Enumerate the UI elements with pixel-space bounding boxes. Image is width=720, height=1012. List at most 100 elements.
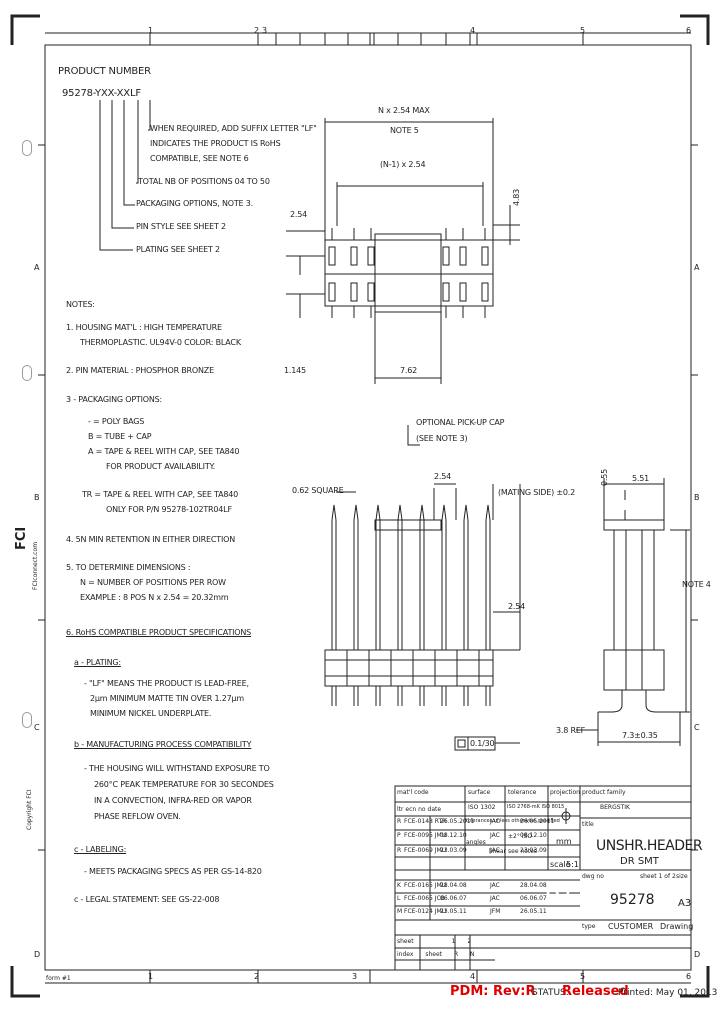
tb-rev-cell: 08.12.10 [520,832,547,839]
tb-rev-cell: M [397,908,403,915]
dim-73: 7.3±0.35 [622,731,658,740]
tolerance-frame: 0.1/30 [470,739,495,748]
form-number: form #1 [46,975,71,982]
tb-projection-label: projection [550,789,580,796]
note-6b-line: 260°C PEAK TEMPERATURE FOR 30 SECONDES [94,780,274,789]
punch-hole-icon [22,712,32,728]
tb-sheet-row: sheet 1 2 [397,938,471,945]
product-number-code: 95278-YXX-XXLF [62,88,141,99]
tb-index-row: index sheet R N [397,951,475,958]
tb-rev-cell: 23.03.09 [440,847,467,854]
tb-angle-val: ±2° ISO [508,833,533,840]
tb-rev-cell: FCE-0065 JCB [404,895,445,902]
note-3-item: FOR PRODUCT AVAILABILITY. [106,462,215,471]
tb-std2: ISO 2768-mK ISO 8015 [507,804,565,810]
tb-rev-cell: 26.05.11 [520,908,547,915]
zone-col-label: 1 [148,26,153,35]
callout-line: PIN STYLE SEE SHEET 2 [136,222,226,231]
note-6c-line: - MEETS PACKAGING SPECS AS PER GS-14-820 [84,867,262,876]
tb-std1: ISO 1302 [468,804,496,811]
note-6b-title: b - MANUFACTURING PROCESS COMPATIBILITY [74,740,252,749]
note-6a-title: a - PLATING: [74,658,121,667]
zone-row-label: B [34,493,40,502]
note-3-item: A = TAPE & REEL WITH CAP, SEE TA840 [88,447,240,456]
tb-rev-cell: JAC [490,882,500,889]
dim-n1x254: (N-1) x 2.54 [380,160,426,169]
zone-row-label: D [694,950,700,959]
dim-254-top: 2.54 [290,210,308,219]
dim-762: 7.62 [400,366,418,375]
tb-rev-cell: FCE-0095 JMU [404,832,447,839]
tb-rev-cell: K [397,882,401,889]
note-6d: c - LEGAL STATEMENT: SEE GS-22-008 [74,895,220,904]
note-6b-line: PHASE REFLOW OVEN. [94,812,181,821]
tb-type-label: type [582,923,596,930]
tb-rev-cell: 08.12.10 [440,832,467,839]
zone-row-label: A [34,263,40,272]
dim-note4: NOTE 4 [682,580,711,589]
tb-rev-head-cell: date [427,806,442,813]
zone-col-label: 3 [352,972,357,981]
pickup-cap-label: (SEE NOTE 3) [416,434,468,443]
dim-note5: NOTE 5 [390,126,419,135]
zone-col-label: 5 [580,26,585,35]
tb-rev-cell: L [397,895,401,902]
tb-customer: CUSTOMER [608,922,654,931]
callout-line: COMPATIBLE, SEE NOTE 6 [150,154,249,163]
tb-rev-cell: 26.05.2011 [520,818,555,825]
tb-rev-cell: JAC [490,847,500,854]
note-3-item: - = POLY BAGS [88,417,145,426]
tb-drawing: Drawing [660,922,694,931]
tb-rev-head: ltr ecn no date [397,806,441,813]
dim-mating: (MATING SIDE) ±0.2 [498,488,575,497]
zone-row-label: D [34,950,40,959]
callout-line: PACKAGING OPTIONS, NOTE 3. [136,199,253,208]
tb-rev-cell: JFM [490,908,501,915]
note-1: THERMOPLASTIC. UL94V-0 COLOR: BLACK [80,338,241,347]
dim-nx254max: N x 2.54 MAX [378,106,430,115]
tb-sheet-label: sheet 1 of 2 [640,873,676,880]
note-3-item: TR = TAPE & REEL WITH CAP, SEE TA840 [82,490,239,499]
tb-rev-cell: FCE-0124 JMU [404,908,447,915]
tb-linear-val: see notes [508,848,538,855]
zone-col-label: 2 [254,26,259,35]
zone-col-label: 6 [686,26,691,35]
tb-rev-cell: JAC [490,895,500,902]
callout-line: INDICATES THE PRODUCT IS RoHS [150,139,281,148]
zone-row-label: C [694,723,700,732]
note-6b-line: - THE HOUSING WILL WITHSTAND EXPOSURE TO [84,764,270,773]
dim-38ref: 3.8 REF [556,726,586,735]
tb-family: BERGSTIK [600,804,630,811]
callout-line: PLATING SEE SHEET 2 [136,245,220,254]
note-3-item: ONLY FOR P/N 95278-102TR04LF [106,505,232,514]
tb-cell: 1 [451,938,456,945]
note-3-item: B = TUBE + CAP [88,432,152,441]
note-5: EXAMPLE : 8 POS N x 2.54 = 20.32mm [80,593,229,602]
note-6b-line: IN A CONVECTION, INFRA-RED OR VAPOR [94,796,252,805]
dim-254-side: 2.54 [434,472,452,481]
dim-483: 4.83 [512,188,521,206]
tb-rev-cell: 23.03.09 [520,847,547,854]
callout-line: TOTAL NB OF POSITIONS 04 TO 50 [138,177,270,186]
note-3-title: 3 - PACKAGING OPTIONS: [66,395,163,404]
note-5: N = NUMBER OF POSITIONS PER ROW [80,578,226,587]
tb-tol-unless: tolerances unless otherwise specified [466,818,560,824]
note-4: 4. 5N MIN RETENTION IN EITHER DIRECTION [66,535,235,544]
status-label: STATUS: [532,988,569,998]
tb-cell: 2 [467,938,472,945]
zone-col-label: 1 [148,972,153,981]
pdm-rev: PDM: Rev:R [450,984,536,999]
tb-rev-cell: R [397,818,402,825]
note-6a-line: 2µm MINIMUM MATTE TIN OVER 1.27µm [90,694,244,703]
tb-rev-cell: FCE-0148 RTR [404,818,447,825]
tb-cell: sheet [425,951,443,958]
tb-rev-cell: JAC [490,832,500,839]
tb-surface-label: surface [468,789,491,796]
zone-row-label: C [34,723,40,732]
tb-linear-label: linear [489,848,506,855]
tb-rev-cell: R [397,847,402,854]
tb-scale: 5:1 [566,860,579,869]
tb-rev-cell: 26.05.2011 [440,818,475,825]
printed-date: Printed: May 01, 2013 [618,988,718,998]
